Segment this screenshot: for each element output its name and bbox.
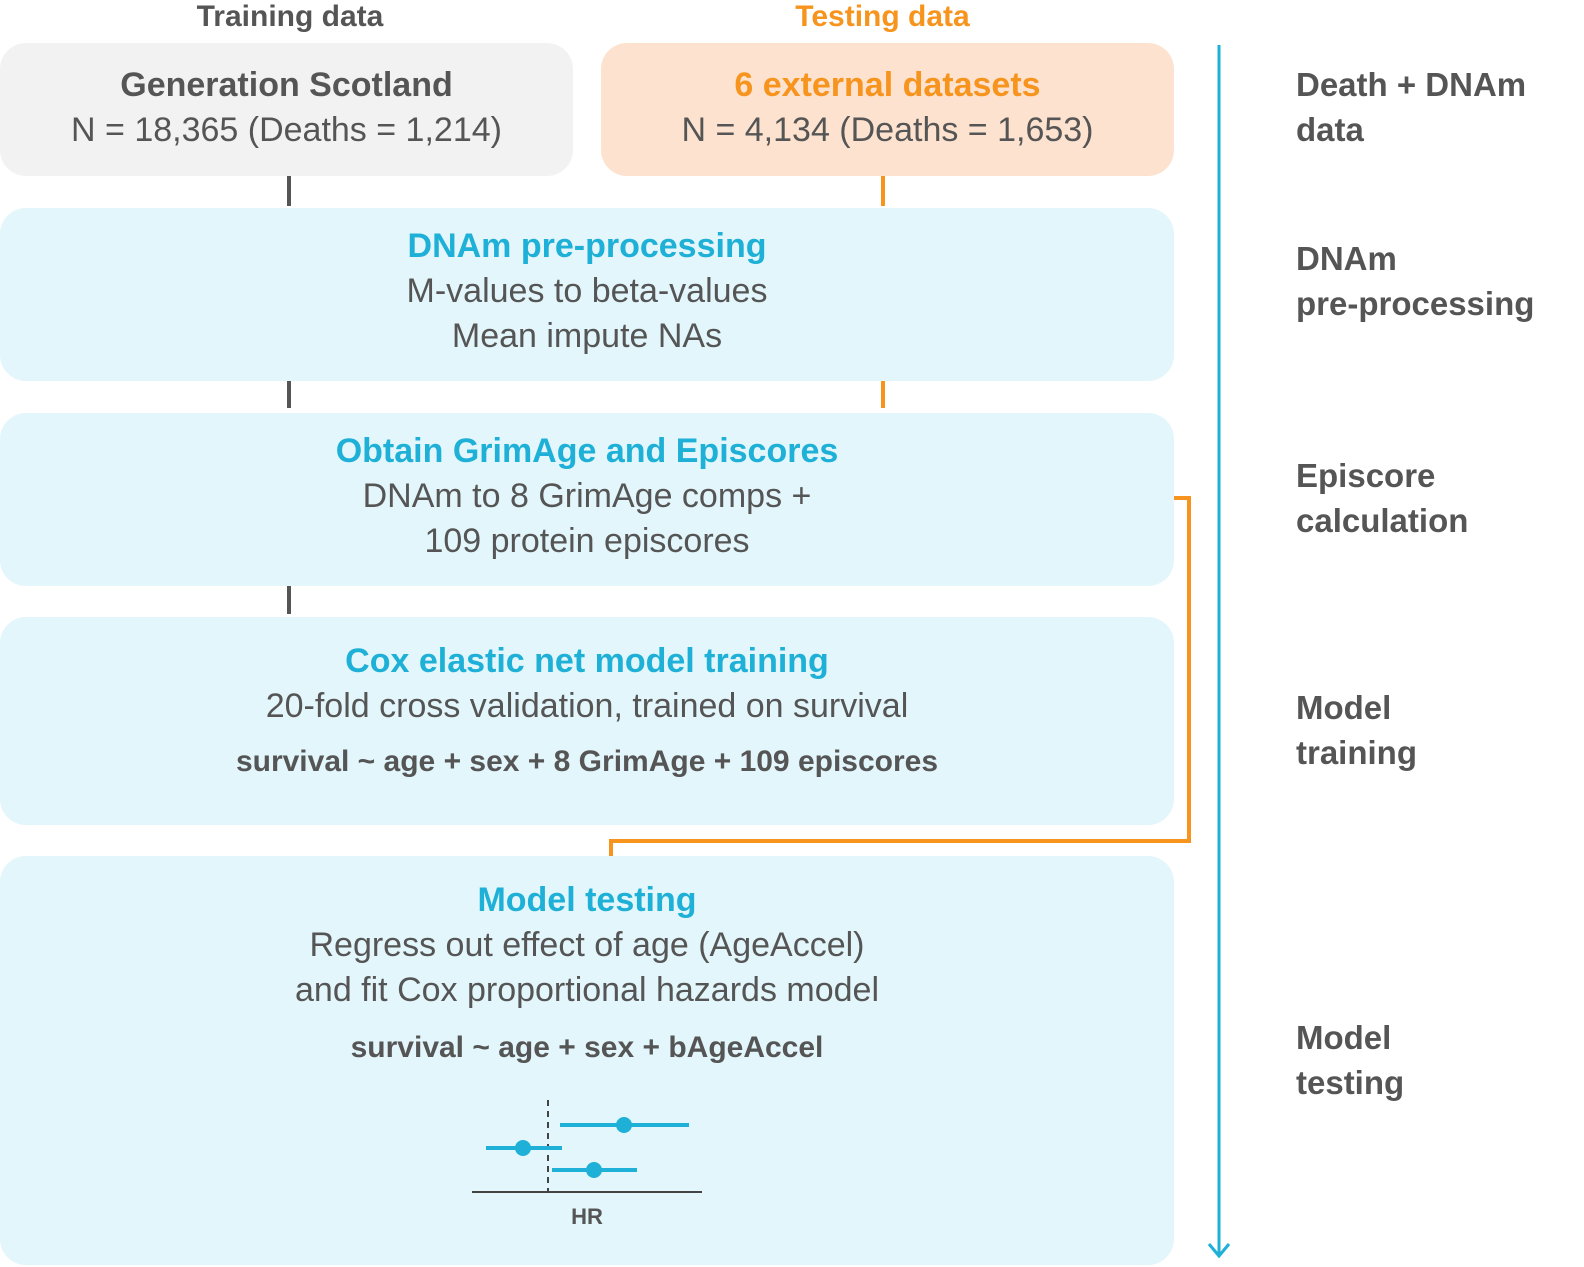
model-training-title: Cox elastic net model training (345, 642, 829, 680)
stage-label-preprocessing-line1: DNAm (1296, 240, 1397, 277)
stage-label-episcore: Episcore calculation (1296, 453, 1468, 543)
model-training-formula: survival ~ age + sex + 8 GrimAge + 109 e… (235, 745, 939, 778)
forest-axis-label: HR (571, 1204, 603, 1229)
testing-data-title: 6 external datasets (734, 66, 1041, 104)
model-testing-box: Model testing Regress out effect of age … (0, 856, 1174, 1265)
testing-data-header: Testing data (795, 0, 970, 33)
testing-data-box: 6 external datasets N = 4,134 (Deaths = … (601, 43, 1174, 176)
model-testing-title: Model testing (477, 881, 697, 919)
model-training-box: Cox elastic net model training 20-fold c… (0, 617, 1174, 825)
stage-label-testing-line2: testing (1296, 1064, 1405, 1101)
episcores-title: Obtain GrimAge and Episcores (335, 432, 839, 470)
model-training-description: 20-fold cross validation, trained on sur… (265, 687, 909, 725)
timeline-arrow-head (1207, 1243, 1231, 1259)
stage-label-episcore-line1: Episcore (1296, 457, 1436, 494)
training-data-count: N = 18,365 (Deaths = 1,214) (71, 111, 502, 149)
forest-point-2 (515, 1140, 531, 1156)
preprocessing-title: DNAm pre-processing (407, 227, 767, 265)
forest-point-3 (586, 1162, 602, 1178)
forest-plot: HR (472, 1100, 702, 1229)
stage-label-data-line2: data (1296, 111, 1364, 148)
episcores-step-2: 109 protein episcores (424, 522, 750, 560)
forest-point-1 (616, 1117, 632, 1133)
testing-connector-1 (881, 174, 885, 206)
preprocessing-box: DNAm pre-processing M-values to beta-val… (0, 208, 1174, 381)
training-data-header: Training data (196, 0, 384, 33)
training-connector-1 (287, 174, 291, 206)
model-testing-formula: survival ~ age + sex + bAgeAccel (350, 1031, 824, 1064)
stage-label-training-line1: Model (1296, 689, 1392, 726)
testing-data-count: N = 4,134 (Deaths = 1,653) (681, 111, 1094, 149)
stage-label-training: Model training (1296, 685, 1417, 775)
stage-label-data-line1: Death + DNAm (1296, 66, 1527, 103)
preprocessing-step-2: Mean impute NAs (451, 317, 723, 355)
preprocessing-step-1: M-values to beta-values (406, 272, 768, 310)
stage-label-testing: Model testing (1296, 1015, 1404, 1105)
stage-label-episcore-line2: calculation (1296, 502, 1469, 539)
training-data-title: Generation Scotland (120, 66, 453, 104)
model-testing-step-2: and fit Cox proportional hazards model (295, 971, 879, 1009)
stage-label-training-line2: training (1296, 734, 1417, 771)
stage-label-preprocessing-line2: pre-processing (1296, 285, 1535, 322)
testing-connector-2 (881, 380, 885, 408)
model-testing-step-1: Regress out effect of age (AgeAccel) (309, 926, 865, 964)
training-data-box: Generation Scotland N = 18,365 (Deaths =… (0, 43, 573, 176)
testing-bypass-connector (609, 496, 1191, 856)
stage-label-testing-line1: Model (1296, 1019, 1392, 1056)
stage-label-data: Death + DNAm data (1296, 62, 1526, 152)
stage-label-preprocessing: DNAm pre-processing (1296, 236, 1534, 326)
episcores-step-1: DNAm to 8 GrimAge comps + (362, 477, 812, 515)
episcores-box: Obtain GrimAge and Episcores DNAm to 8 G… (0, 413, 1174, 586)
training-connector-3 (287, 584, 291, 614)
training-connector-2 (287, 380, 291, 408)
